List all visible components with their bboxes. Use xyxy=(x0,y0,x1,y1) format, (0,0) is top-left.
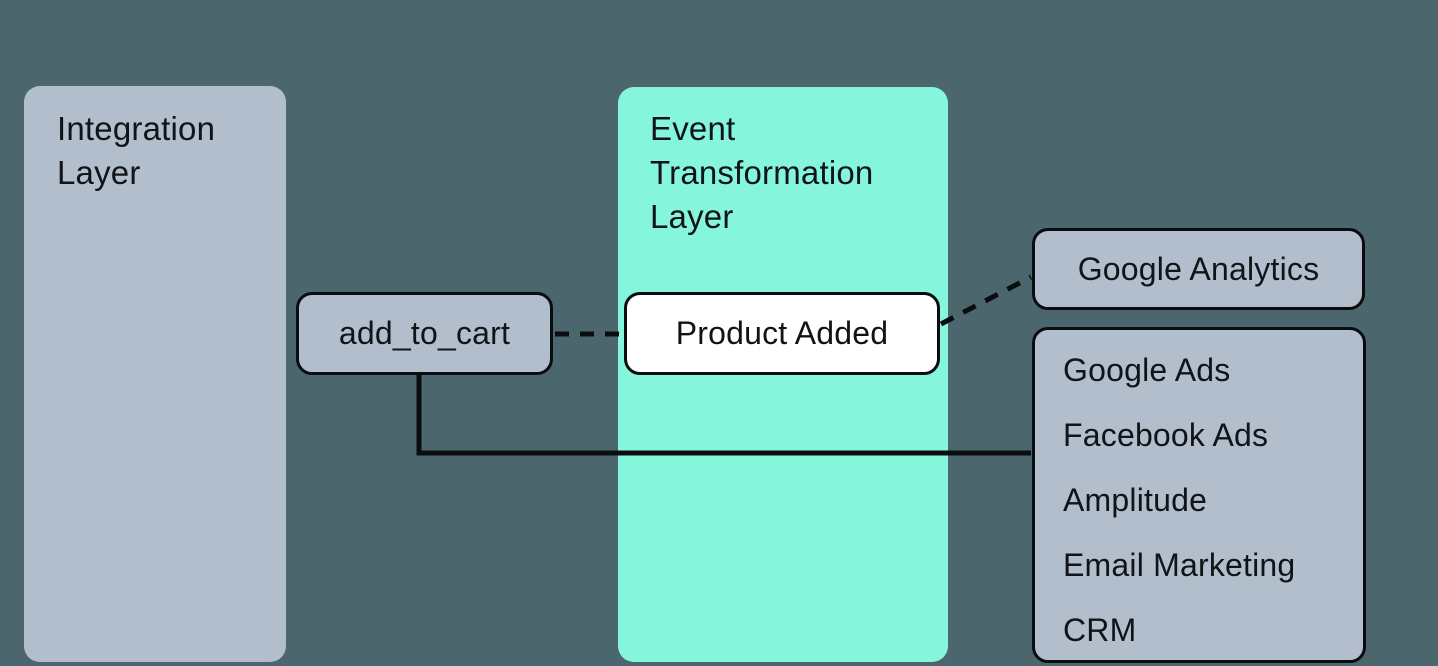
node-add-to-cart-label: add_to_cart xyxy=(338,315,511,351)
node-product-added: Product Added xyxy=(624,292,940,375)
integration-layer-panel: Integration Layer xyxy=(24,86,286,662)
destination-email-marketing: Email Marketing xyxy=(1063,547,1296,583)
destinations-box: Google Ads Facebook Ads Amplitude Email … xyxy=(1032,327,1366,663)
event-transformation-layer-title: Event Transformation Layer xyxy=(650,110,874,235)
destination-facebook-ads: Facebook Ads xyxy=(1063,417,1269,453)
node-google-analytics-label: Google Analytics xyxy=(1077,250,1320,287)
node-add-to-cart: add_to_cart xyxy=(296,292,553,375)
destination-crm: CRM xyxy=(1063,612,1137,648)
destination-google-ads: Google Ads xyxy=(1063,352,1231,388)
integration-layer-title: Integration Layer xyxy=(57,110,216,191)
node-google-analytics: Google Analytics xyxy=(1032,228,1365,310)
node-product-added-label: Product Added xyxy=(675,315,889,351)
connector-product-added-to-google-analytics xyxy=(939,274,1033,327)
destination-amplitude: Amplitude xyxy=(1063,482,1208,518)
